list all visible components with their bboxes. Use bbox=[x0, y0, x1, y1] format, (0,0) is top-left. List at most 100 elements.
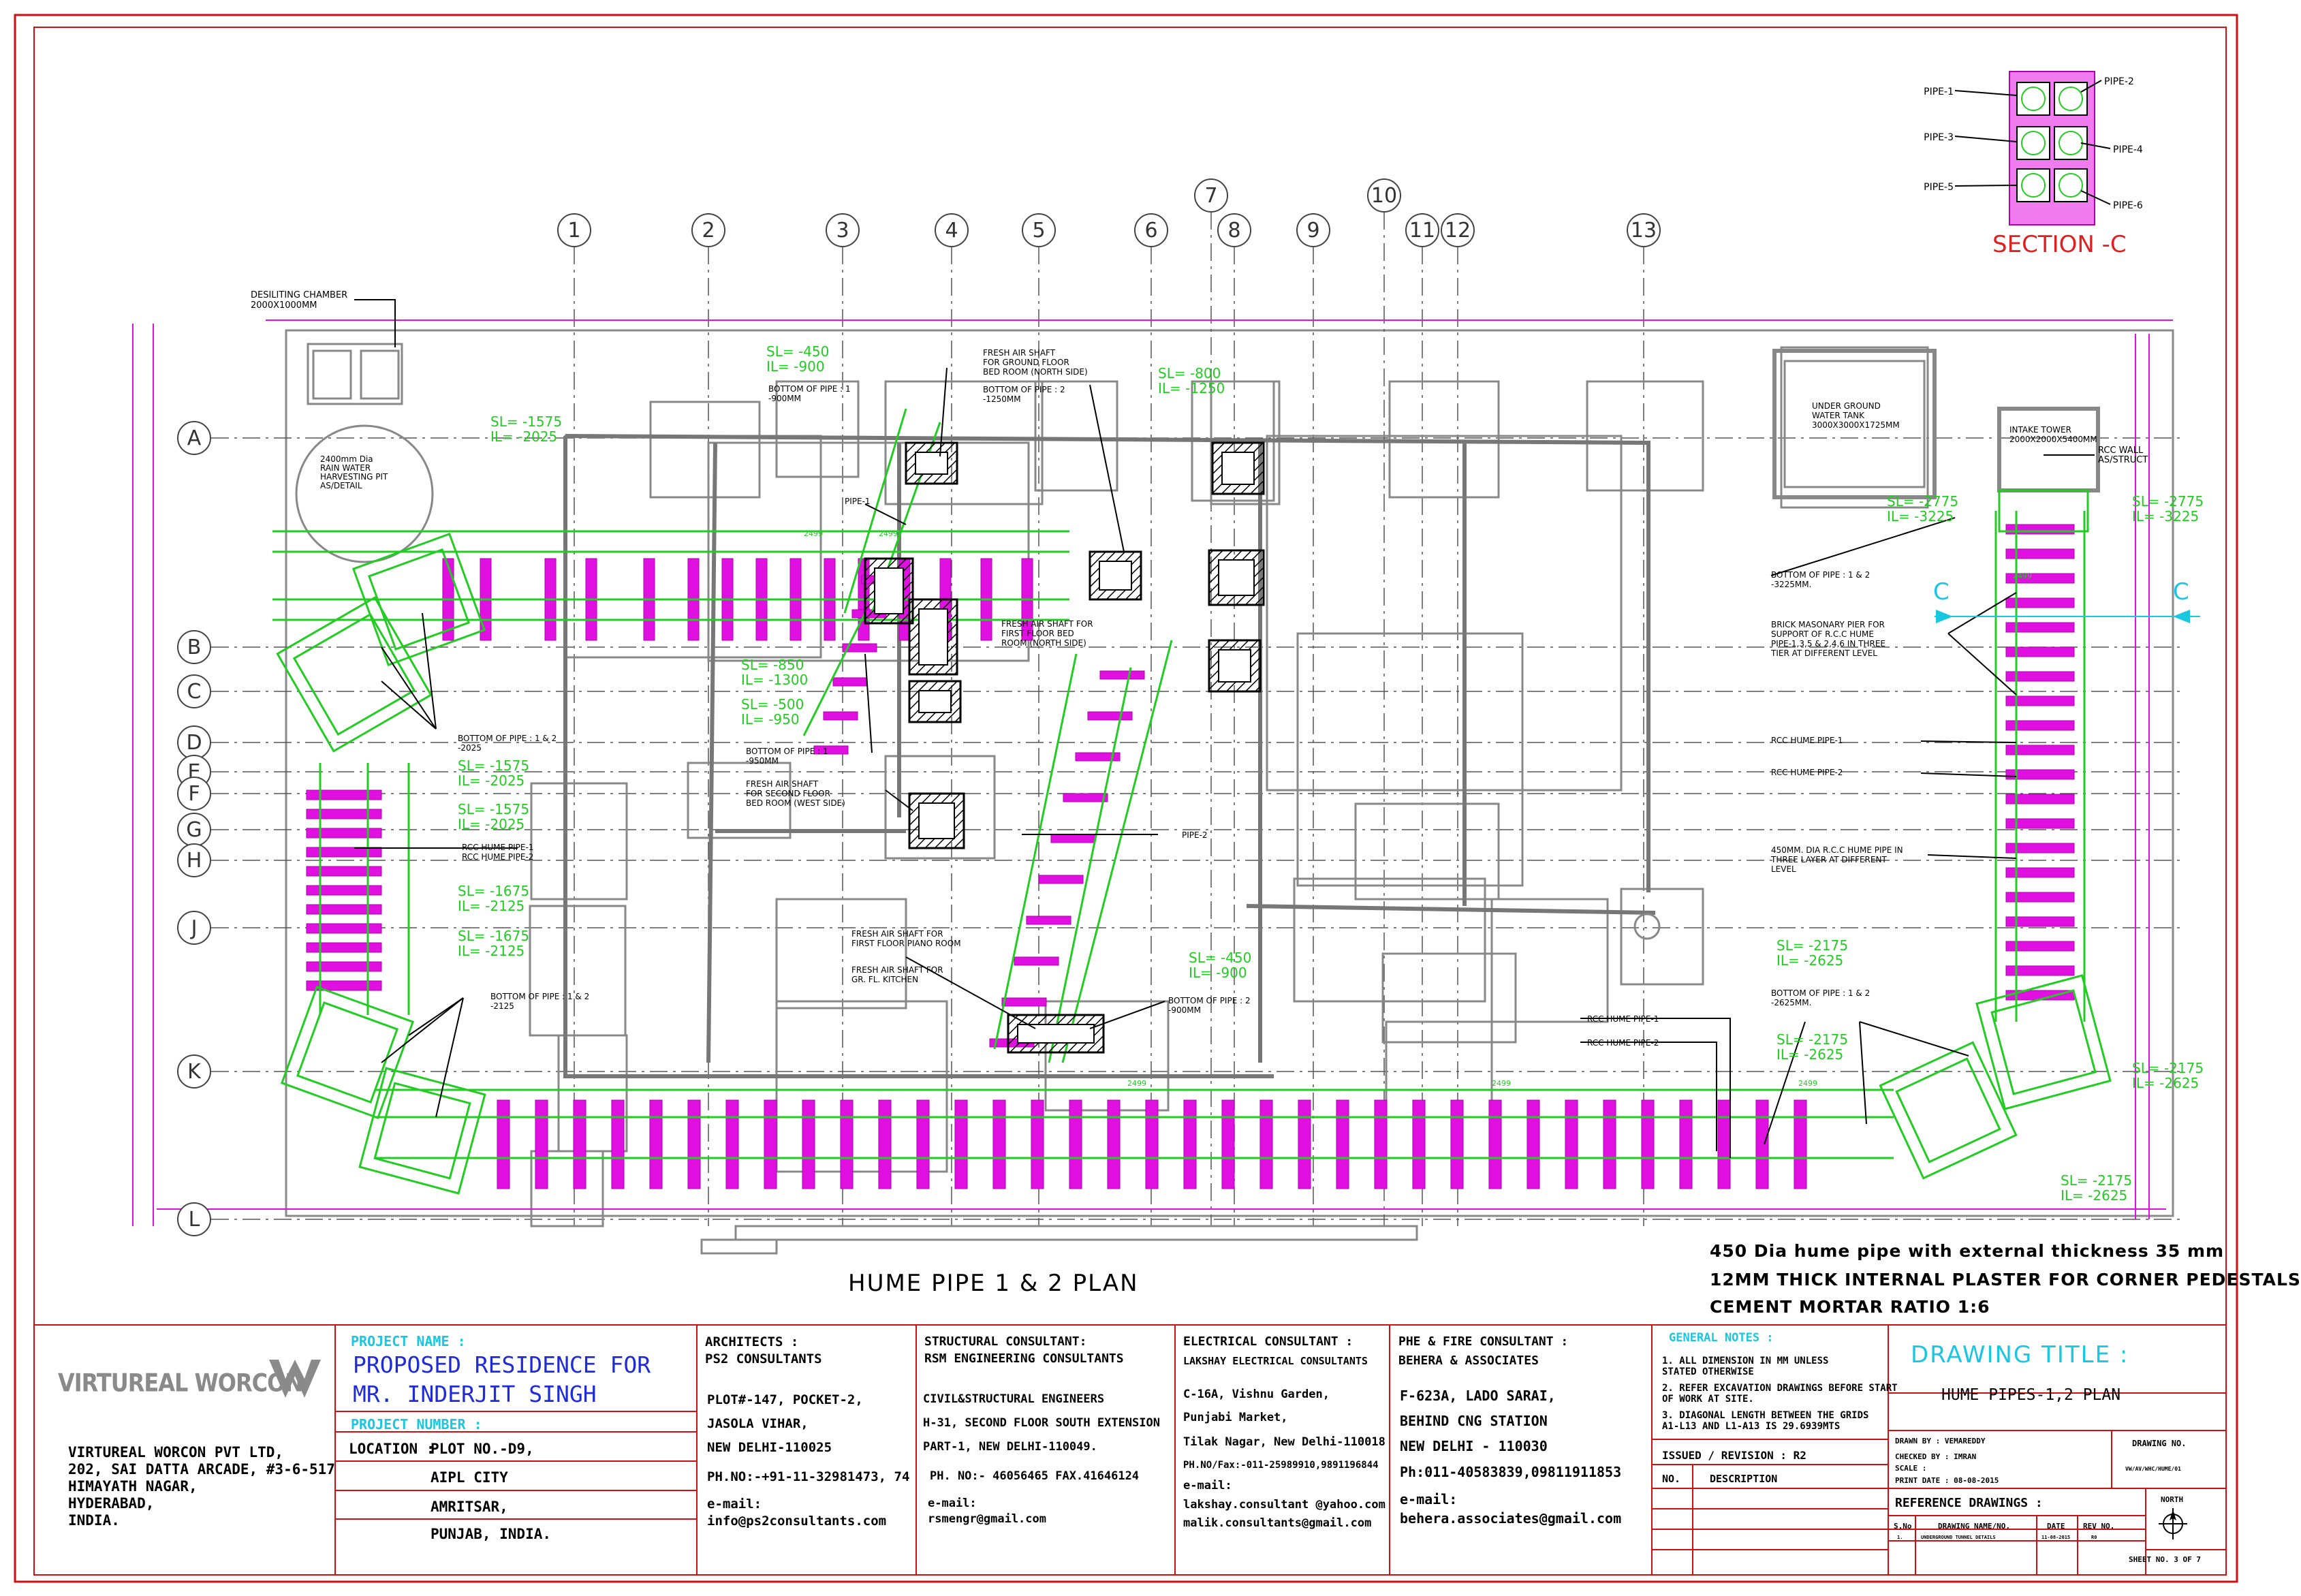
structural-outline bbox=[1044, 1000, 1170, 1112]
grid-bubble-label: 9 bbox=[1306, 219, 1319, 242]
electrical-name: LAKSHAY ELECTRICAL CONSULTANTS bbox=[1183, 1355, 1368, 1367]
brick-pier-bottom bbox=[992, 1099, 1006, 1189]
leader-line bbox=[1927, 854, 2017, 859]
grid-bubble-circle bbox=[1367, 178, 1401, 213]
grid-bubble-circle bbox=[691, 213, 725, 247]
ug-water-tank-inner bbox=[1783, 360, 1926, 488]
architects-line4: PH.NO:-+91-11-32981473, 74 bbox=[707, 1469, 910, 1484]
corner-pedestal-sw1 bbox=[280, 985, 415, 1120]
electrical-line4: PH.NO/Fax:-011-25989910,9891196844 bbox=[1183, 1460, 1379, 1471]
desilting-chamber bbox=[307, 343, 403, 405]
leader-line bbox=[939, 367, 948, 457]
grid-bubble-row-J: J bbox=[177, 911, 211, 945]
grid-bubble-label: L bbox=[189, 1208, 200, 1232]
architects-line6: info@ps2consultants.com bbox=[707, 1514, 887, 1529]
desilting-label-1: DESILITING CHAMBER bbox=[251, 290, 348, 300]
leader-line bbox=[1859, 1021, 1969, 1057]
grid-bubble-row-B: B bbox=[177, 630, 211, 664]
section-c-leader bbox=[2080, 190, 2111, 205]
electrical-line1: C-16A, Vishnu Garden, bbox=[1183, 1388, 1330, 1401]
section-cut-arrow bbox=[1936, 610, 1953, 623]
grid-bubble-circle bbox=[177, 630, 211, 664]
grid-bubble-circle bbox=[1405, 213, 1439, 247]
level-tag-sl-9: SL= -1675 bbox=[458, 928, 530, 944]
bottom-pipe1-950-label-2: -950MM bbox=[746, 756, 779, 766]
brick-pier-bottom bbox=[1221, 1099, 1235, 1189]
grid-bubble-column-13: 13 bbox=[1627, 213, 1661, 247]
ug-water-tank bbox=[1772, 349, 1937, 499]
fresh-air-shaft-core bbox=[1218, 649, 1251, 683]
architects-line1: PLOT#-147, POCKET-2, bbox=[707, 1392, 863, 1407]
scale: SCALE : bbox=[1895, 1464, 1927, 1473]
company-address-4: HYDERABAD, bbox=[68, 1495, 155, 1512]
fas-second-label-3: BED ROOM (WEST SIDE) bbox=[746, 798, 845, 808]
grid-bubble-row-G: G bbox=[177, 813, 211, 847]
corner-pedestal-se1 bbox=[1975, 974, 2112, 1110]
level-tag-sl-5: SL= -500 bbox=[741, 696, 804, 713]
plan-title: HUME PIPE 1 & 2 PLAN bbox=[848, 1270, 1139, 1297]
grid-bubble-label: 13 bbox=[1631, 219, 1657, 242]
grid-bubble-column-12: 12 bbox=[1441, 213, 1475, 247]
leader-line bbox=[1947, 592, 2017, 634]
structural-outline bbox=[687, 762, 792, 839]
brick-pier-bottom bbox=[573, 1099, 586, 1189]
company-logo: VIRTUREAL WORCON bbox=[58, 1360, 330, 1403]
grid-bubble-label: D bbox=[186, 731, 202, 755]
fas-first-label-1: FRESH AIR SHAFT FOR bbox=[1001, 619, 1093, 629]
brick-pier-right bbox=[2005, 892, 2075, 903]
ref-header-sno: S.No bbox=[1894, 1522, 1912, 1531]
level-tag-sl-4: SL= -850 bbox=[741, 657, 804, 673]
structural-outline bbox=[1034, 380, 1118, 492]
structural-outline bbox=[700, 1238, 778, 1255]
level-tag-sl-6: SL= -1575 bbox=[458, 757, 530, 774]
grid-bubble-label: 4 bbox=[945, 219, 958, 242]
corner-pedestal-se2 bbox=[1879, 1041, 2018, 1180]
project-name-line2: MR. INDERJIT SINGH bbox=[353, 1381, 597, 1407]
brick-pier-bottom bbox=[649, 1099, 663, 1189]
structural-outline bbox=[775, 380, 860, 478]
bottom-pipe2-900-label-2: -900MM bbox=[1168, 1005, 1201, 1015]
hume-pipe-diagonal bbox=[993, 640, 1173, 1063]
north-arrow-icon bbox=[2159, 1508, 2187, 1539]
level-tag-sl-15: SL= -2175 bbox=[2132, 1060, 2204, 1076]
brick-pier-bottom bbox=[1069, 1099, 1082, 1189]
desilting-label-2: 2000X1000MM bbox=[251, 300, 317, 311]
grid-bubble-circle bbox=[1627, 213, 1661, 247]
brick-pier-bottom bbox=[1336, 1099, 1349, 1189]
brick-pier-bottom bbox=[1298, 1099, 1311, 1189]
grid-bubble-label: J bbox=[190, 916, 198, 940]
leader-line bbox=[864, 503, 907, 525]
brick-pier-bottom bbox=[1488, 1099, 1502, 1189]
grid-bubble-label: A bbox=[187, 426, 202, 450]
section-c-leader bbox=[1954, 185, 2017, 187]
brick-pier-bottom bbox=[802, 1099, 815, 1189]
section-c-pipe-circle bbox=[2021, 173, 2046, 198]
brick-pier-bottom bbox=[840, 1099, 854, 1189]
bottom-12-2125-label-2: -2125 bbox=[490, 1001, 514, 1011]
note-mortar: CEMENT MORTAR RATIO 1:6 bbox=[1710, 1297, 1990, 1317]
structural-outline bbox=[1354, 802, 1500, 901]
grid-bubble-circle bbox=[935, 213, 969, 247]
dimension-label-6: 2499 bbox=[1492, 1079, 1511, 1088]
section-c-pipe-circle bbox=[2021, 87, 2046, 111]
brick-pier-bottom bbox=[1183, 1099, 1197, 1189]
checked-by: CHECKED BY : IMRAN bbox=[1895, 1452, 1977, 1461]
ref-row-date: 11-08-2015 bbox=[2041, 1535, 2071, 1540]
brick-pier-bottom bbox=[1679, 1099, 1693, 1189]
grid-bubble-row-C: C bbox=[177, 674, 211, 708]
brick-pier-diagonal bbox=[832, 677, 868, 687]
level-tag-il-12: IL= -3225 bbox=[2132, 508, 2200, 525]
general-note-4: OF WORK AT SITE. bbox=[1662, 1394, 1754, 1405]
desilting-cell bbox=[360, 349, 400, 400]
level-tag-sl-3: SL= -1575 bbox=[490, 413, 563, 430]
brick-pier-label-2: SUPPORT OF R.C.C HUME bbox=[1771, 629, 1874, 639]
brick-pier-diagonal bbox=[1026, 916, 1071, 925]
brick-pier-bottom bbox=[1527, 1099, 1540, 1189]
sheet-number: SHEET NO. 3 OF 7 bbox=[2129, 1555, 2201, 1564]
structural-outline bbox=[1620, 888, 1704, 986]
grid-bubble-label: 10 bbox=[1371, 184, 1397, 208]
fas-ground-label-2: FOR GROUND FLOOR bbox=[983, 358, 1069, 367]
structural-outline bbox=[1296, 632, 1524, 887]
phe-line2: BEHIND CNG STATION bbox=[1400, 1413, 1548, 1429]
